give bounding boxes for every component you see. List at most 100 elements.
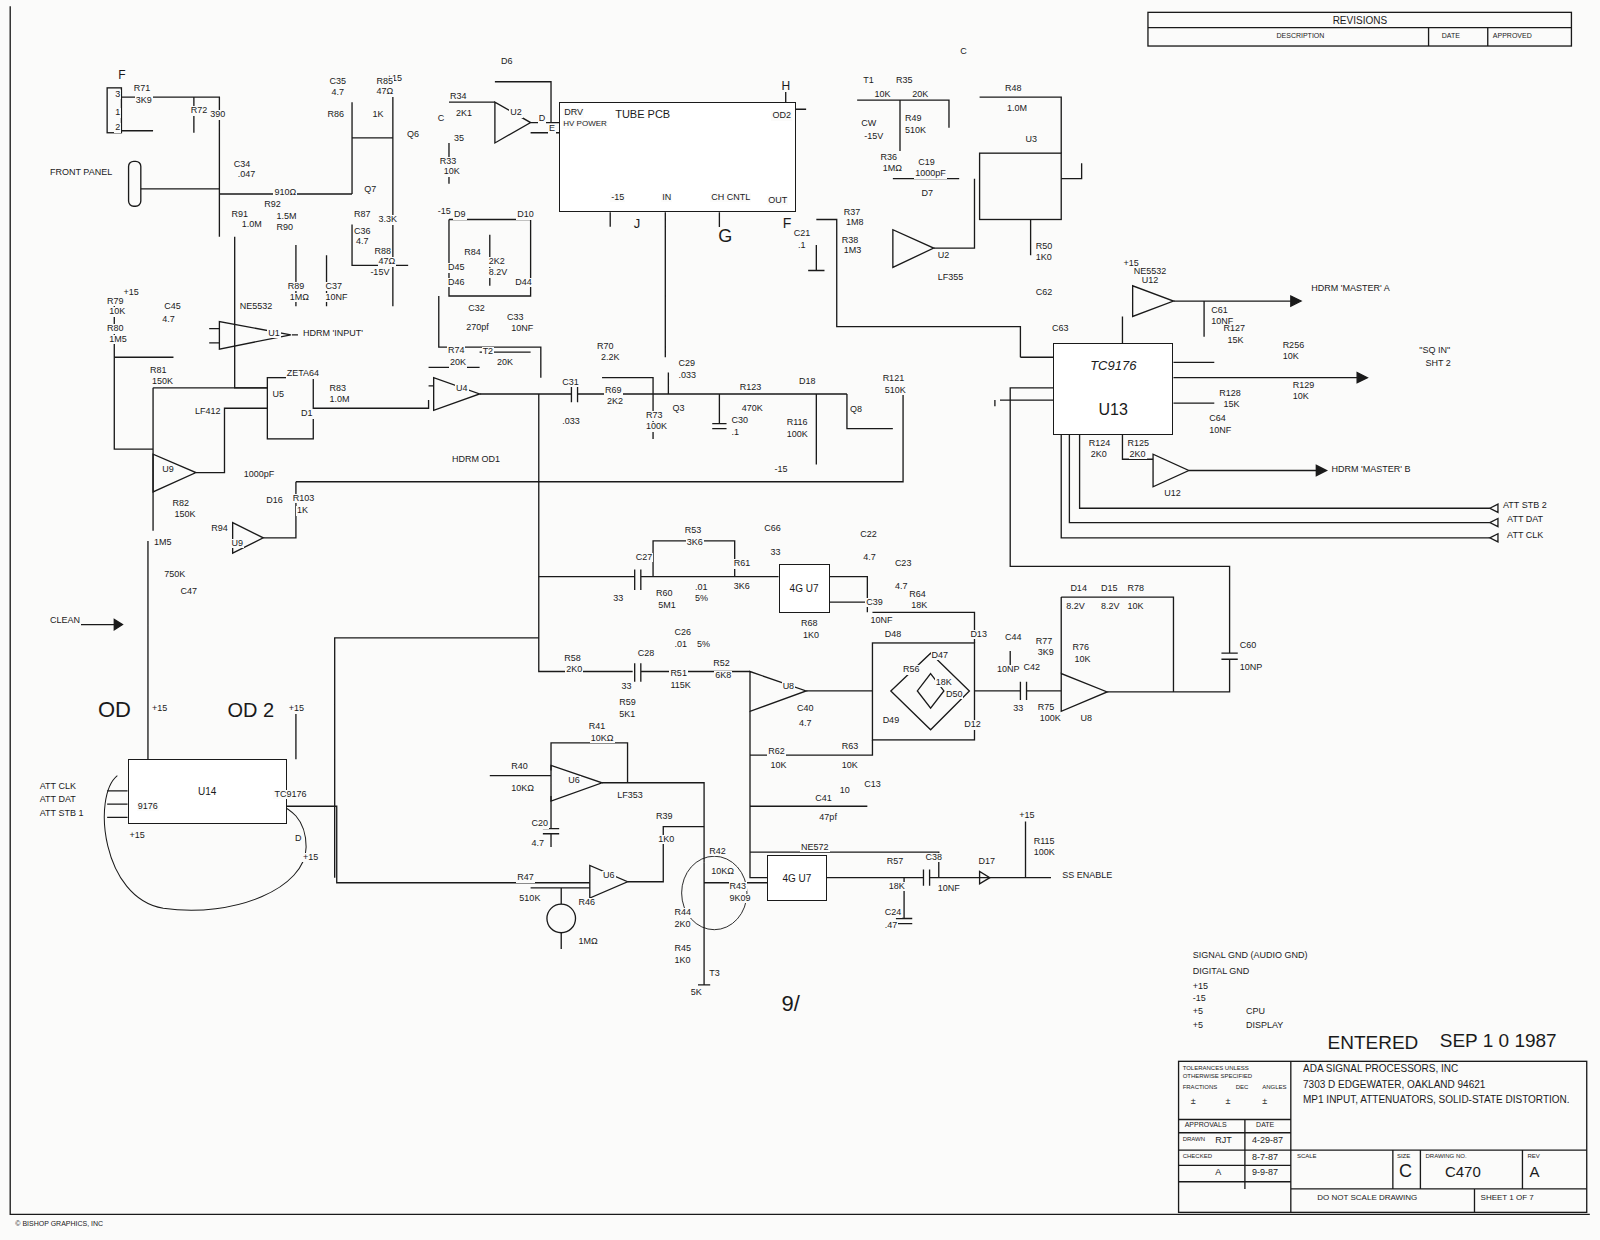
part-label: C470 bbox=[1444, 1164, 1482, 1180]
part-label: F bbox=[117, 69, 126, 82]
part-label: R53 bbox=[684, 526, 703, 535]
part-label: 8.2V bbox=[488, 268, 509, 277]
part-label: 33 bbox=[769, 548, 781, 557]
part-label: 7303 D EDGEWATER, OAKLAND 94621 bbox=[1302, 1080, 1486, 1091]
part-label: C bbox=[437, 114, 446, 123]
part-label: R56 bbox=[902, 665, 921, 674]
part-label: 2K0 bbox=[1129, 450, 1147, 459]
part-label: 1.0M bbox=[241, 220, 263, 229]
part-label: 9176 bbox=[137, 802, 159, 811]
part-label: CH CNTL bbox=[710, 193, 751, 202]
part-label: 1000pF bbox=[243, 470, 276, 479]
part-label: D1 bbox=[300, 409, 314, 418]
part-label: D17 bbox=[978, 857, 997, 866]
part-label: D9 bbox=[453, 210, 467, 219]
part-label: APPROVED bbox=[1492, 32, 1533, 39]
part-label: C60 bbox=[1239, 641, 1258, 650]
part-label: 3K6 bbox=[686, 538, 704, 547]
part-label: +15 bbox=[302, 853, 319, 862]
part-label: U6 bbox=[567, 776, 581, 785]
part-label: 10NF bbox=[1208, 426, 1232, 435]
part-label: R35 bbox=[895, 76, 914, 85]
part-label: C34 bbox=[233, 160, 252, 169]
part-label: +5 bbox=[1192, 1021, 1204, 1030]
part-label: 1MΩ bbox=[578, 937, 599, 946]
part-label: 1K bbox=[371, 110, 384, 119]
part-label: 10NP bbox=[1239, 663, 1264, 672]
part-label: CW bbox=[860, 119, 877, 128]
part-label: FRONT PANEL bbox=[49, 168, 113, 177]
part-label: R70 bbox=[596, 342, 615, 351]
part-label: 5% bbox=[696, 640, 711, 649]
part-label: 20K bbox=[449, 358, 467, 367]
part-label: -15 bbox=[437, 207, 452, 216]
part-label: R44 bbox=[673, 908, 692, 917]
part-label: 1.5M bbox=[276, 212, 298, 221]
part-label: HDRM 'MASTER' B bbox=[1331, 465, 1412, 474]
part-label: .1 bbox=[731, 428, 741, 437]
part-label: R77 bbox=[1035, 637, 1054, 646]
part-label: TC9176 bbox=[273, 790, 307, 799]
part-label: C40 bbox=[796, 704, 815, 713]
part-label: 510K bbox=[904, 126, 927, 135]
chip-label: 4G U7 bbox=[790, 583, 819, 594]
part-label: 10NP bbox=[996, 665, 1021, 674]
part-label: SIZE bbox=[1396, 1153, 1411, 1159]
part-label: R37 bbox=[843, 208, 862, 217]
part-label: R57 bbox=[886, 857, 905, 866]
part-label: NE572 bbox=[800, 843, 830, 852]
part-label: 1K bbox=[296, 506, 309, 515]
part-label: DO NOT SCALE DRAWING bbox=[1316, 1194, 1418, 1202]
part-label: C35 bbox=[329, 77, 348, 86]
part-label: 510K bbox=[518, 894, 541, 903]
part-label: 5K1 bbox=[618, 710, 636, 719]
part-label: R79 bbox=[106, 297, 125, 306]
chip-label: U13 bbox=[1099, 401, 1128, 419]
part-label: R85 bbox=[376, 77, 395, 86]
part-label: 35 bbox=[453, 134, 465, 143]
part-label: Q3 bbox=[671, 404, 685, 413]
part-label: 390 bbox=[209, 110, 226, 119]
part-label: C bbox=[1398, 1162, 1413, 1181]
part-label: 20K bbox=[911, 90, 929, 99]
part-label: R71 bbox=[133, 84, 152, 93]
part-label: C28 bbox=[637, 649, 656, 658]
part-label: 18K bbox=[910, 601, 928, 610]
part-label: 15K bbox=[1227, 336, 1245, 345]
part-label: 1000pF bbox=[914, 169, 947, 178]
part-label: R59 bbox=[618, 698, 637, 707]
part-label: C41 bbox=[814, 794, 833, 803]
part-label: LF412 bbox=[194, 407, 222, 416]
part-label: MP1 INPUT, ATTENUATORS, SOLID-STATE DIST… bbox=[1302, 1095, 1580, 1106]
part-label: 10 bbox=[839, 786, 851, 795]
part-label: LF355 bbox=[937, 273, 965, 282]
part-label: ANGLES bbox=[1261, 1084, 1287, 1090]
part-label: HDRM 'MASTER' A bbox=[1310, 284, 1390, 293]
part-label: 1M8 bbox=[845, 218, 865, 227]
part-label: U8 bbox=[1080, 714, 1094, 723]
part-label: 47Ω bbox=[376, 87, 395, 96]
part-label: 10K bbox=[841, 761, 859, 770]
part-label: .047 bbox=[237, 170, 257, 179]
part-label: R115 bbox=[1033, 837, 1056, 846]
part-label: R82 bbox=[171, 499, 190, 508]
part-label: 3 bbox=[114, 90, 121, 99]
part-label: R123 bbox=[739, 383, 763, 392]
part-label: FRACTIONS bbox=[1182, 1084, 1219, 1090]
part-label: 4.7 bbox=[355, 237, 370, 246]
part-label: 150K bbox=[173, 510, 196, 519]
part-label: +15 bbox=[122, 288, 139, 297]
part-label: 270pf bbox=[465, 323, 490, 332]
part-label: 1M3 bbox=[843, 246, 863, 255]
part-label: R128 bbox=[1218, 389, 1242, 398]
chip-label: TC9176 bbox=[1090, 358, 1136, 373]
part-label: D44 bbox=[514, 278, 533, 287]
part-label: 910Ω bbox=[273, 188, 297, 197]
part-label: R63 bbox=[841, 742, 860, 751]
part-label: R89 bbox=[287, 282, 306, 291]
part-label: C61 bbox=[1210, 306, 1229, 315]
ic-block: 4G U7 bbox=[779, 564, 830, 613]
chip-label: U14 bbox=[198, 786, 216, 797]
part-label: 3K9 bbox=[1037, 648, 1055, 657]
part-label: ENTERED bbox=[1327, 1033, 1420, 1053]
